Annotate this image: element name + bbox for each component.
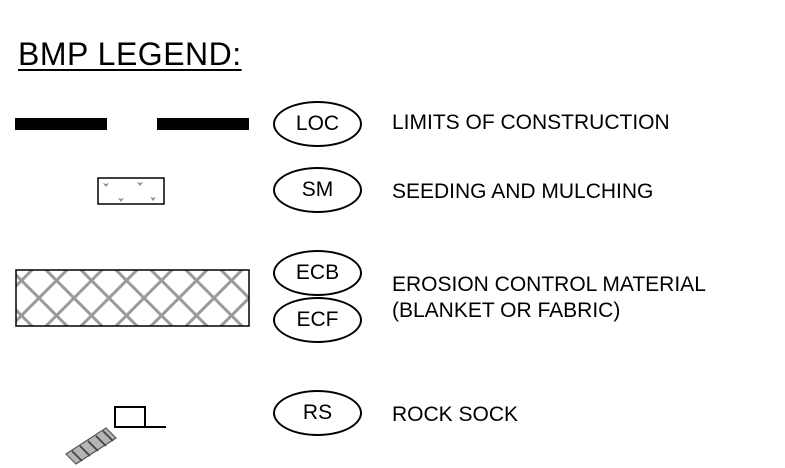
label-line: LIMITS OF CONSTRUCTION — [392, 111, 670, 134]
label-limits-of-construction: LIMITS OF CONSTRUCTION — [392, 110, 670, 136]
seed-mark-icon — [118, 198, 124, 202]
label-line: ROCK SOCK — [392, 403, 519, 426]
code-ellipse-sm: SM — [273, 167, 362, 213]
sock-box — [114, 406, 146, 428]
dash-segment — [157, 118, 249, 130]
erosion-control-hatch-symbol — [15, 269, 250, 327]
rock-sock-symbol — [65, 406, 166, 465]
seed-mark-icon — [150, 197, 156, 201]
code-ellipse-loc: LOC — [273, 101, 362, 147]
label-seeding-mulching: SEEDING AND MULCHING — [392, 179, 653, 205]
label-rock-sock: ROCK SOCK — [392, 402, 518, 428]
code-ellipse-ecb: ECB — [273, 250, 362, 296]
label-line: (BLANKET OR FABRIC) — [392, 299, 621, 323]
hatched-arrow-icon — [65, 427, 117, 465]
label-line: EROSION CONTROL MATERIAL — [392, 273, 706, 296]
seed-mark-icon — [137, 182, 143, 186]
label-line: SEEDING AND MULCHING — [392, 180, 654, 203]
seeding-mulching-symbol — [97, 177, 165, 205]
legend-title: BMP LEGEND: — [18, 36, 242, 72]
dash-segment — [15, 118, 107, 130]
code-ellipse-ecf: ECF — [273, 297, 362, 343]
seed-box — [97, 177, 165, 205]
seed-mark-icon — [103, 183, 109, 187]
limits-of-construction-symbol — [15, 118, 249, 130]
label-erosion-control: EROSION CONTROL MATERIAL (BLANKET OR FAB… — [392, 272, 706, 325]
code-ellipse-rs: RS — [273, 390, 362, 436]
